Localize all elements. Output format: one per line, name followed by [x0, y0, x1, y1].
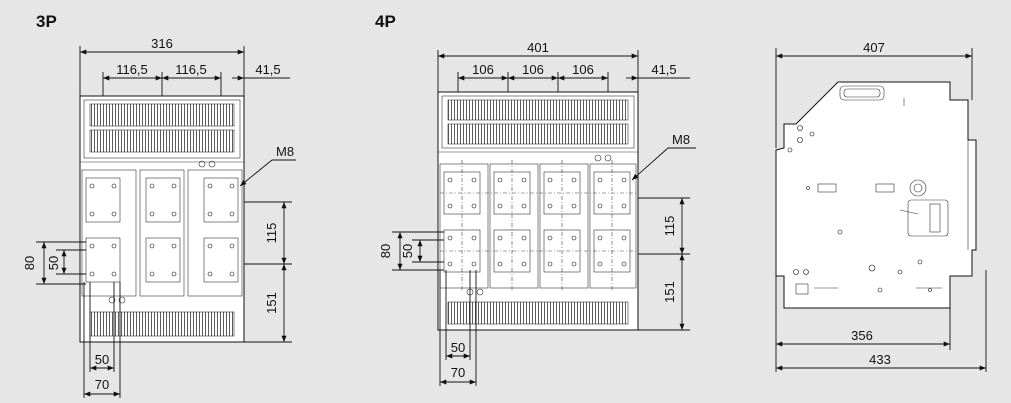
thread-3p: M8	[276, 144, 294, 159]
dim-4p-lower-h: 151	[662, 281, 677, 303]
vent-grill-top2-4p	[447, 123, 629, 145]
dim-4p-left-inner: 50	[400, 244, 415, 258]
dim-3p-offset: 41,5	[255, 62, 280, 77]
dim-3p-pitch-left: 116,5	[116, 62, 148, 77]
breaker-side-body	[775, 81, 977, 309]
view-4p: 401 106 106 106 41,5 M8 115	[378, 40, 696, 386]
dim-3p-width: 316	[151, 36, 173, 51]
vent-grill-top-3p	[89, 103, 235, 127]
side-handle	[907, 199, 949, 237]
dim-side-total: 433	[869, 352, 891, 367]
dim-3p-left-inner: 50	[46, 256, 61, 270]
terminal-3p-2u	[145, 177, 181, 223]
dim-side-depth: 407	[863, 40, 885, 55]
vent-grill-bottom-4p	[447, 301, 629, 325]
dim-4p-pitch-3: 106	[572, 62, 594, 77]
vent-grill-top2-3p	[89, 129, 235, 153]
dim-3p-lower-h: 151	[264, 292, 279, 314]
label-4p: 4P	[375, 12, 396, 31]
dim-3p-pitch-right: 116,5	[175, 62, 207, 77]
view-side: 407 356 433	[775, 40, 987, 372]
dim-4p-bottom-outer: 70	[451, 365, 465, 380]
dim-3p-terminal-h: 115	[264, 223, 279, 244]
terminal-3p-1l	[85, 237, 121, 283]
dim-3p-left-outer: 80	[22, 256, 37, 270]
dim-3p-bottom-inner: 50	[95, 352, 109, 367]
terminal-3p-2l	[145, 237, 181, 283]
thread-4p: M8	[672, 132, 690, 147]
vent-grill-top-4p	[447, 99, 629, 121]
dim-4p-terminal-h: 115	[662, 216, 677, 237]
dim-4p-width: 401	[527, 40, 549, 55]
view-3p: 316 116,5 116,5 41,5 M8 115 151	[22, 36, 296, 398]
dim-4p-pitch-2: 106	[522, 62, 544, 77]
dim-3p-bottom-outer: 70	[95, 377, 109, 392]
terminal-3p-3u	[203, 177, 239, 223]
label-3p: 3P	[36, 12, 57, 31]
terminal-3p-1u	[85, 177, 121, 223]
terminal-3p-3l	[203, 237, 239, 283]
vent-grill-bottom-3p	[89, 311, 235, 337]
dim-4p-pitch-1: 106	[472, 62, 494, 77]
dim-side-mid: 356	[851, 328, 873, 343]
dim-4p-bottom-inner: 50	[451, 340, 465, 355]
dim-4p-offset: 41,5	[651, 62, 676, 77]
dim-4p-left-outer: 80	[378, 244, 393, 258]
